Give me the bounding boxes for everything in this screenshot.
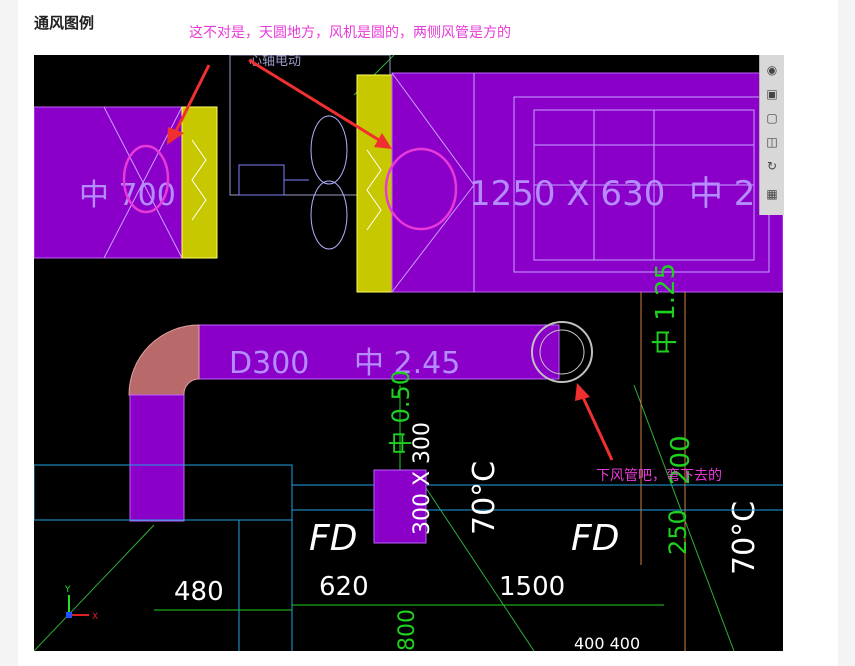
annotation-circle-left [122,144,170,214]
orbit-icon[interactable]: ◉ [766,63,778,77]
bottom-partial-text: 400 400 [574,634,640,651]
fan-blade [310,180,348,250]
temp-label-right: 70°C [727,501,762,575]
small-duct-label: D300 [229,346,309,381]
fan-blade [310,115,348,185]
annotation-arrowhead [167,127,184,145]
riser-pipe-inner [539,329,585,375]
annotation-circle-right [384,147,458,231]
dim-1500: 1500 [499,572,565,602]
front-view-icon[interactable]: ▢ [766,111,778,125]
cad-view-toolbar: ◉ ▣ ▢ ◫ ↻ ▦ [759,55,784,215]
flex-connector [191,139,207,221]
fd-label-right: FD [571,518,619,559]
riser-pipe [531,321,593,383]
guide-line [423,484,535,651]
annotation-bottom-note: 下风管吧，弯下去的 [596,468,722,484]
duct-diagonal [391,184,475,293]
post-title: 通风图例 [34,14,95,32]
down-duct [129,394,185,522]
grid-view-icon[interactable]: ▦ [766,187,778,201]
guide-line [34,524,155,651]
right-vertical-dim: 200 [666,435,696,485]
cad-drawing: 中 700 C 心轴电动 1250 X 630 中 2.5 中 1.25 200 [34,55,783,651]
vertical-elev: 中 0.50 [387,370,415,455]
axis-y-label: Y [64,585,71,595]
damper [373,469,427,544]
left-duct [34,106,183,259]
right-vertical-elev: 中 1.25 [651,263,681,355]
dim-bottom-left: 800 [395,609,420,651]
axis-origin-icon [66,612,72,618]
duct-diagonal [391,72,475,186]
annotation-arrow [172,64,211,136]
small-duct [198,324,560,380]
guide-line [633,384,735,651]
dim-480: 480 [174,577,224,607]
dim-620: 620 [319,572,369,602]
device-label: 心轴电动 [249,55,301,69]
cad-screenshot: 中 700 C 心轴电动 1250 X 630 中 2.5 中 1.25 200 [34,55,783,651]
box-view-icon[interactable]: ◫ [766,135,778,149]
temp-label-1: 70°C [467,461,502,535]
fd-label-left: FD [309,518,357,559]
3d-view-icon[interactable]: ▣ [766,87,778,101]
annotation-arrow [248,58,380,142]
duct-elbow [128,324,200,396]
annotation-top-note: 这不对是，天圆地方，风机是圆的，两侧风管是方的 [189,25,511,41]
small-duct-elev: 中 2.45 [354,346,460,381]
page-margin-left [0,0,18,666]
annotation-arrowhead [374,133,392,149]
fan-motor [238,164,285,196]
annotation-arrowhead [575,383,590,401]
flex-connector [366,149,382,231]
rotate-icon[interactable]: ↻ [766,159,778,173]
damper-label: 300 X 300 [410,422,435,535]
main-duct-label: 1250 X 630 [469,174,665,214]
left-transition [181,106,218,259]
annotation-arrow [580,394,614,461]
axis-x-label: X [92,612,98,622]
right-vertical-dim2: 250 [664,509,692,555]
page-margin-right [838,0,855,666]
